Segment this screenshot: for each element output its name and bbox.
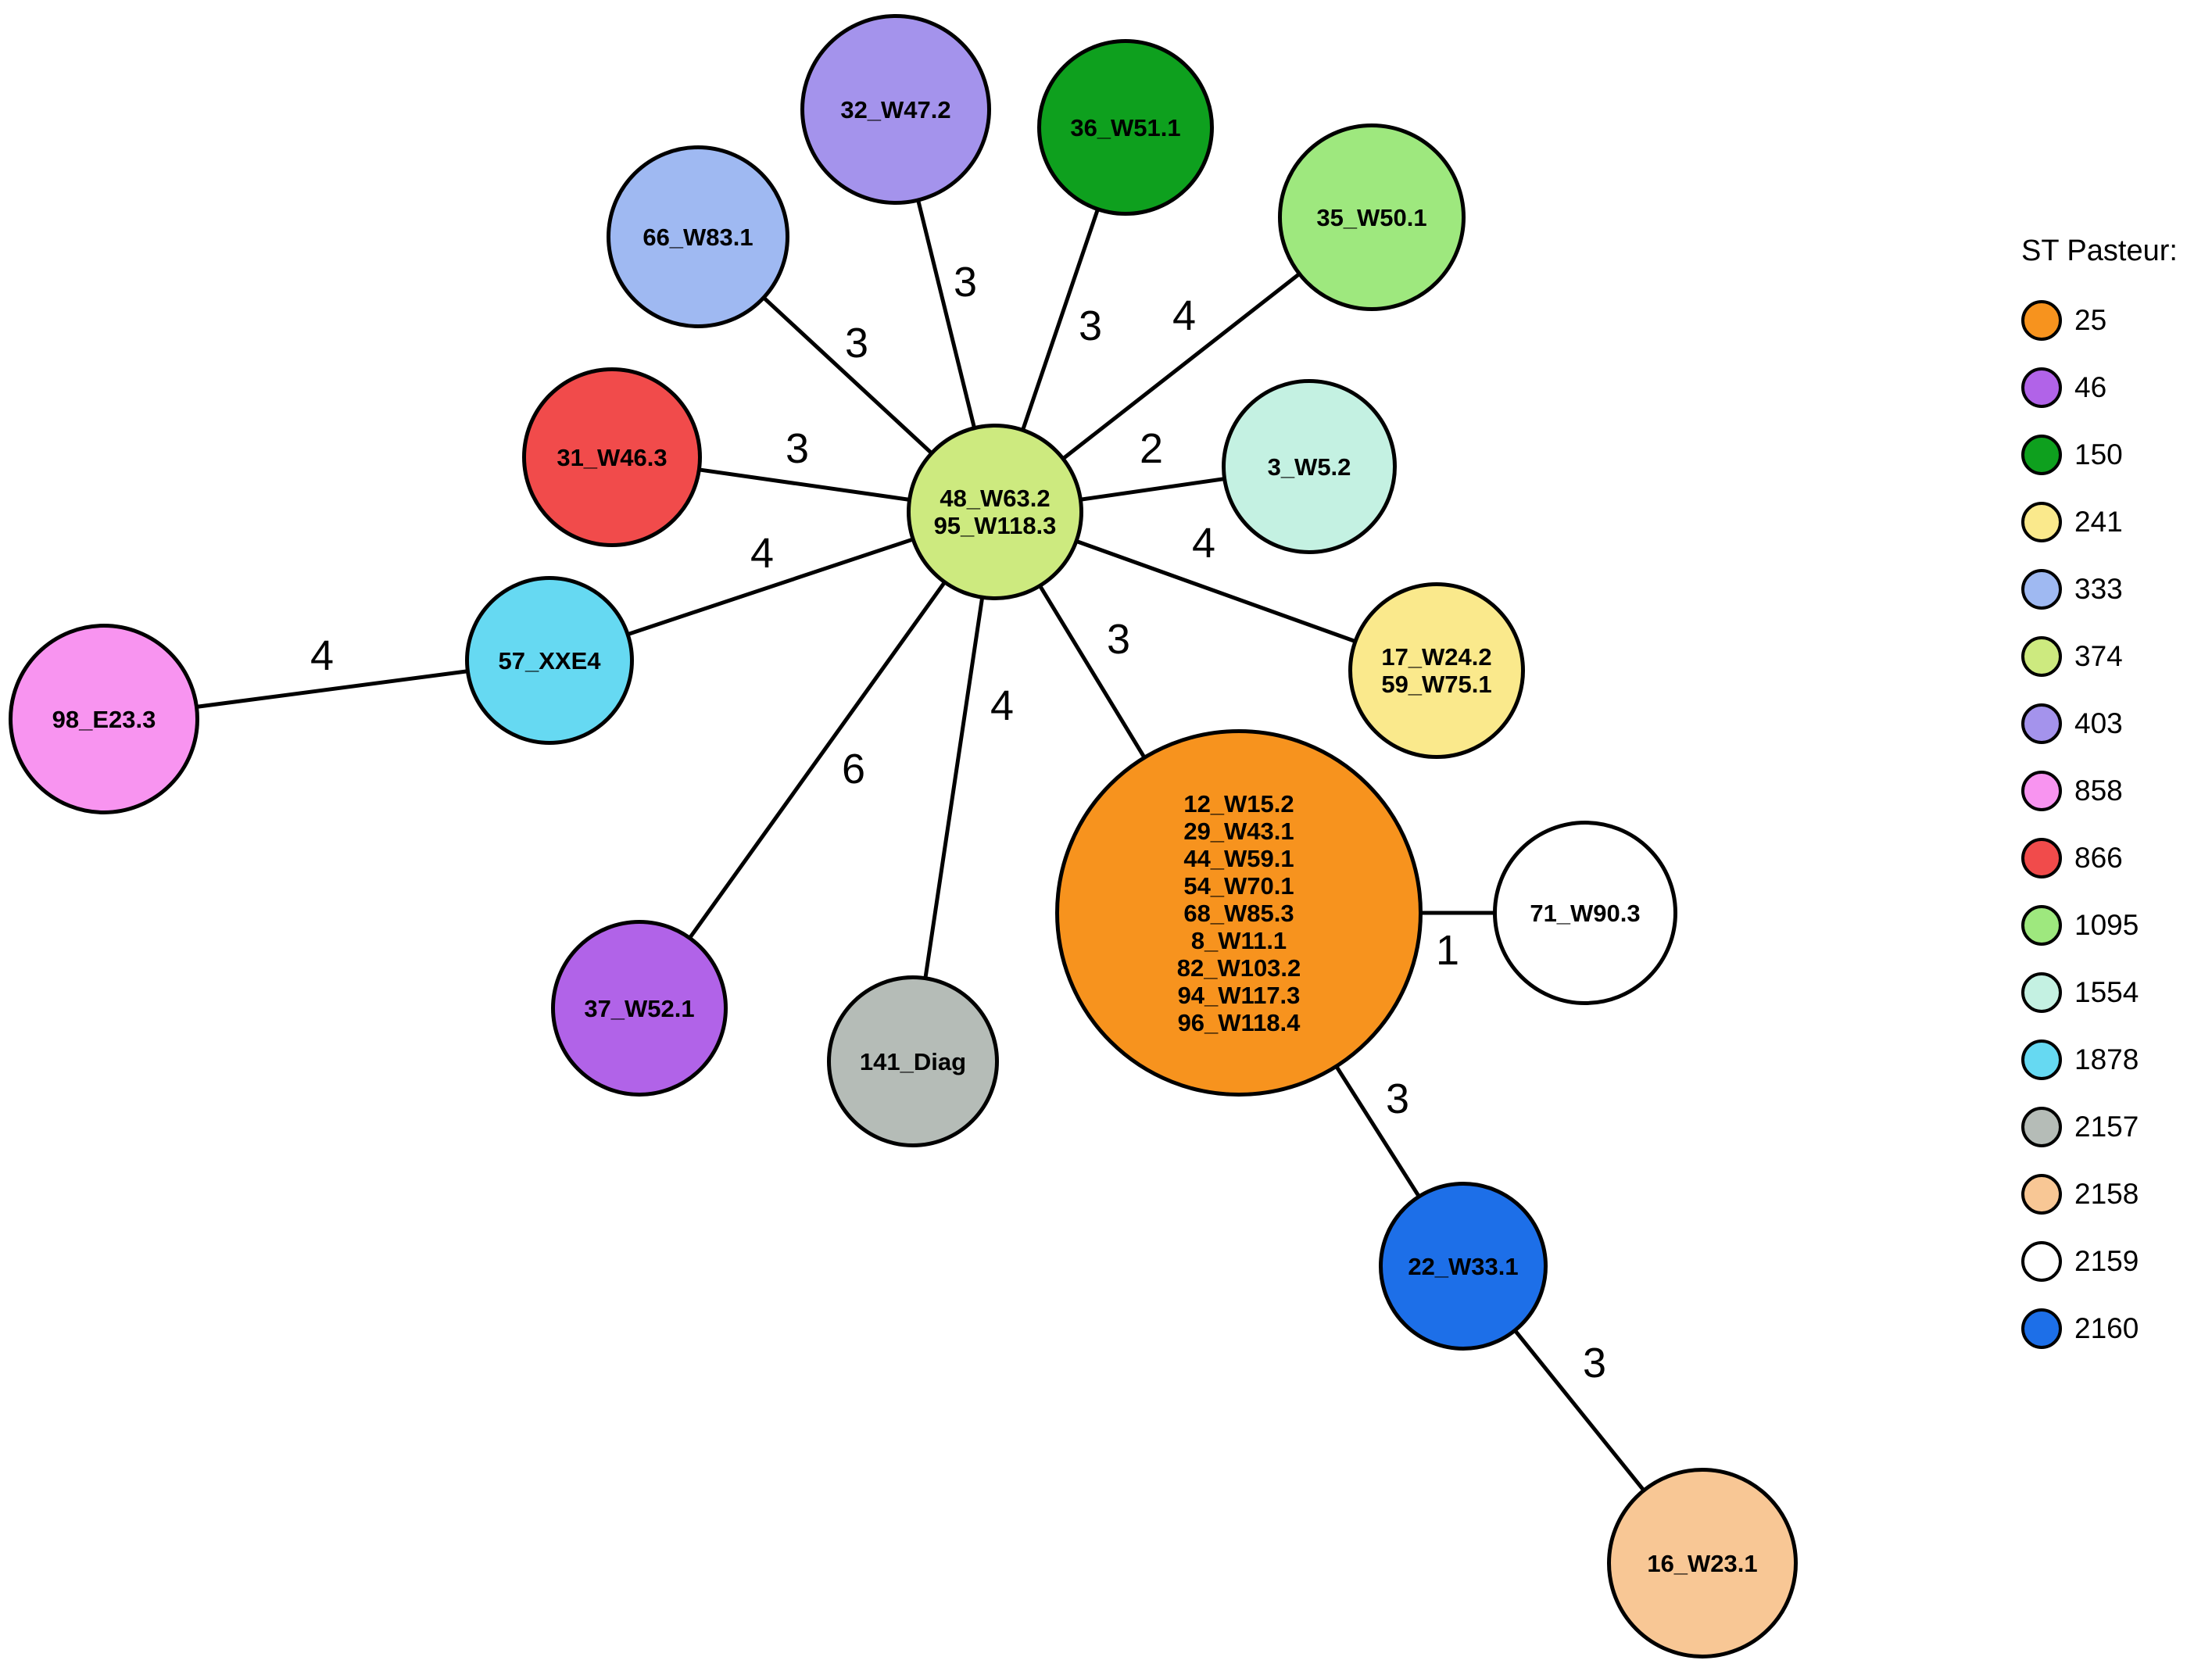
edge-center-n37 (637, 510, 997, 1010)
legend-swatch-icon (2021, 367, 2062, 408)
edge-center-n141 (911, 511, 997, 1062)
edge-n22-n16 (1462, 1265, 1704, 1565)
legend-label: 866 (2074, 842, 2123, 874)
legend-label: 2158 (2074, 1178, 2139, 1210)
legend-item-858: 858 (2021, 757, 2178, 825)
legend-swatch-icon (2021, 703, 2062, 744)
legend-label: 333 (2074, 573, 2123, 605)
legend-item-46: 46 (2021, 354, 2178, 421)
legend-item-241: 241 (2021, 488, 2178, 556)
legend-item-374: 374 (2021, 623, 2178, 690)
legend-items: 25 46 150 241 333 374 403 858 866 1095 1554 1878 215… (2021, 287, 2178, 1362)
edge-center-n17 (994, 510, 1437, 673)
legend-label: 241 (2074, 506, 2123, 538)
edge-center-n36 (993, 127, 1128, 513)
legend-label: 403 (2074, 707, 2123, 739)
legend-item-2158: 2158 (2021, 1161, 2178, 1228)
legend-swatch-icon (2021, 838, 2062, 878)
legend-label: 1554 (2074, 976, 2139, 1008)
legend-item-1878: 1878 (2021, 1026, 2178, 1093)
edge-center-n57 (549, 510, 996, 663)
edge-center-big (993, 510, 1241, 914)
legend-item-1554: 1554 (2021, 959, 2178, 1026)
legend-swatch-icon (2021, 1174, 2062, 1215)
legend-label: 1095 (2074, 909, 2139, 941)
legend-swatch-icon (2021, 905, 2062, 946)
legend-item-866: 866 (2021, 825, 2178, 892)
edge-center-n35 (993, 216, 1373, 513)
legend-swatch-icon (2021, 636, 2062, 677)
legend-item-25: 25 (2021, 287, 2178, 354)
legend-item-2157: 2157 (2021, 1093, 2178, 1161)
legend-label: 46 (2074, 371, 2107, 403)
legend-swatch-icon (2021, 435, 2062, 475)
legend-item-333: 333 (2021, 556, 2178, 623)
legend-label: 2157 (2074, 1111, 2139, 1143)
legend-item-1095: 1095 (2021, 892, 2178, 959)
legend-item-2160: 2160 (2021, 1295, 2178, 1362)
legend-label: 25 (2074, 304, 2107, 336)
legend-label: 374 (2074, 640, 2123, 672)
legend-label: 858 (2074, 775, 2123, 807)
legend-label: 1878 (2074, 1043, 2139, 1075)
legend-label: 150 (2074, 438, 2123, 471)
legend: ST Pasteur: 25 46 150 241 333 374 403 858 866 109… (2021, 234, 2178, 1362)
legend-label: 2159 (2074, 1245, 2139, 1277)
legend-item-403: 403 (2021, 690, 2178, 757)
legend-swatch-icon (2021, 1039, 2062, 1080)
legend-label: 2160 (2074, 1312, 2139, 1344)
legend-swatch-icon (2021, 1241, 2062, 1282)
edge-center-n66 (696, 235, 997, 513)
legend-swatch-icon (2021, 1107, 2062, 1147)
edge-big-n22 (1237, 911, 1466, 1268)
legend-title: ST Pasteur: (2021, 234, 2178, 267)
edge-n57-n98 (103, 658, 550, 721)
legend-swatch-icon (2021, 569, 2062, 610)
legend-swatch-icon (2021, 502, 2062, 542)
legend-swatch-icon (2021, 771, 2062, 811)
legend-swatch-icon (2021, 1308, 2062, 1349)
legend-item-2159: 2159 (2021, 1228, 2178, 1295)
legend-swatch-icon (2021, 972, 2062, 1013)
legend-item-150: 150 (2021, 421, 2178, 488)
edge-center-n31 (611, 455, 996, 514)
edge-center-n32 (893, 109, 997, 513)
legend-swatch-icon (2021, 300, 2062, 341)
